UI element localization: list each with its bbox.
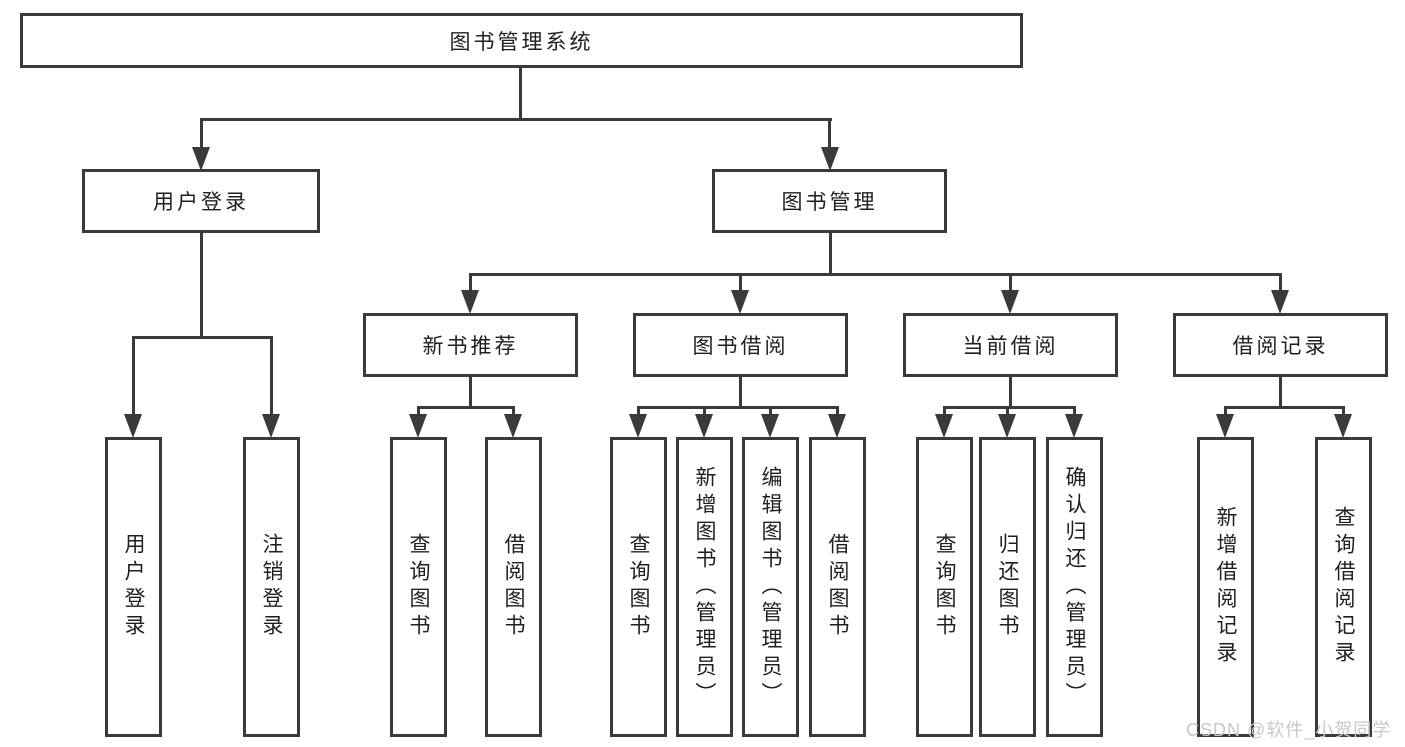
arrow-down-icon (828, 414, 846, 438)
leaf-add-borrow-record-label: 新增借阅记录 (1214, 506, 1237, 668)
leaf-return-books-label: 归还图书 (996, 533, 1019, 641)
arrow-down-icon (935, 414, 953, 438)
leaf-query-books-current: 查询图书 (916, 437, 973, 737)
arrow-down-icon (262, 414, 280, 438)
connector-line (417, 406, 515, 409)
arrow-down-icon (761, 414, 779, 438)
node-book-management-label: 图书管理 (781, 191, 878, 214)
node-borrowing-records: 借阅记录 (1173, 313, 1388, 377)
connector-line (469, 273, 472, 295)
connector-line (637, 406, 839, 409)
connector-line (1224, 406, 1227, 418)
leaf-query-books-current-label: 查询图书 (933, 533, 956, 641)
connector-line (200, 118, 203, 150)
connector-line (1224, 406, 1345, 409)
connector-line (943, 406, 946, 418)
leaf-borrow-books-recommend-label: 借阅图书 (502, 533, 525, 641)
node-borrowing-records-label: 借阅记录 (1232, 335, 1329, 358)
arrow-down-icon (504, 414, 522, 438)
connector-line (637, 406, 640, 418)
connector-line (1009, 377, 1012, 409)
connector-line (200, 118, 832, 121)
node-library-system: 图书管理系统 (20, 13, 1023, 68)
leaf-query-books-borrow: 查询图书 (610, 437, 667, 737)
node-library-system-label: 图书管理系统 (449, 30, 594, 54)
connector-line (200, 233, 203, 339)
arrow-down-icon (1001, 290, 1019, 314)
node-new-book-recommendation-label: 新书推荐 (422, 335, 519, 358)
connector-line (1279, 377, 1282, 409)
leaf-edit-books-admin-label: 编辑图书（管理员） (759, 465, 782, 709)
connector-line (1342, 406, 1345, 418)
node-current-borrowing: 当前借阅 (903, 313, 1118, 377)
arrow-down-icon (461, 290, 479, 314)
connector-line (270, 336, 273, 418)
arrow-down-icon (731, 290, 749, 314)
connector-line (1009, 273, 1012, 295)
leaf-add-books-admin: 新增图书（管理员） (676, 437, 733, 737)
arrow-down-icon (124, 414, 142, 438)
node-current-borrowing-label: 当前借阅 (962, 335, 1059, 358)
leaf-add-books-admin-label: 新增图书（管理员） (693, 465, 716, 709)
connector-line (836, 406, 839, 418)
connector-line (1006, 406, 1009, 418)
node-user-login: 用户登录 (82, 169, 320, 233)
leaf-borrow-books-recommend: 借阅图书 (485, 437, 542, 737)
node-new-book-recommendation: 新书推荐 (363, 313, 578, 377)
connector-line (417, 406, 420, 418)
node-user-login-label: 用户登录 (153, 191, 249, 214)
leaf-query-borrow-record: 查询借阅记录 (1315, 437, 1372, 737)
connector-line (739, 273, 742, 295)
leaf-borrow-books-label: 借阅图书 (826, 533, 849, 641)
arrow-down-icon (629, 414, 647, 438)
connector-line (1279, 273, 1282, 295)
leaf-query-borrow-record-label: 查询借阅记录 (1332, 506, 1355, 668)
connector-line (512, 406, 515, 418)
connector-line (829, 233, 832, 276)
arrow-down-icon (192, 147, 210, 171)
arrow-down-icon (1216, 414, 1234, 438)
arrow-down-icon (695, 414, 713, 438)
watermark: CSDN @软件_小贺同学 (1186, 720, 1392, 740)
connector-line (469, 273, 1282, 276)
arrow-down-icon (821, 147, 839, 171)
connector-line (132, 336, 135, 418)
leaf-add-borrow-record: 新增借阅记录 (1197, 437, 1254, 737)
leaf-confirm-return-admin-label: 确认归还（管理员） (1063, 465, 1086, 709)
leaf-borrow-books: 借阅图书 (809, 437, 866, 737)
leaf-logout-label: 注销登录 (260, 533, 283, 641)
connector-line (469, 377, 472, 409)
arrow-down-icon (409, 414, 427, 438)
leaf-user-login-label: 用户登录 (122, 533, 145, 641)
arrow-down-icon (998, 414, 1016, 438)
connector-line (769, 406, 772, 418)
leaf-edit-books-admin: 编辑图书（管理员） (742, 437, 799, 737)
leaf-user-login: 用户登录 (105, 437, 162, 737)
leaf-confirm-return-admin: 确认归还（管理员） (1046, 437, 1103, 737)
arrow-down-icon (1334, 414, 1352, 438)
connector-line (132, 336, 273, 339)
leaf-query-books-borrow-label: 查询图书 (627, 533, 650, 641)
arrow-down-icon (1065, 414, 1083, 438)
arrow-down-icon (1271, 290, 1289, 314)
connector-line (828, 118, 831, 150)
node-book-borrowing-label: 图书借阅 (692, 335, 789, 358)
connector-line (739, 377, 742, 409)
leaf-return-books: 归还图书 (979, 437, 1036, 737)
connector-line (703, 406, 706, 418)
leaf-logout: 注销登录 (243, 437, 300, 737)
node-book-borrowing: 图书借阅 (633, 313, 848, 377)
leaf-query-books-recommend-label: 查询图书 (407, 533, 430, 641)
connector-line (519, 68, 522, 121)
node-book-management: 图书管理 (712, 169, 947, 233)
leaf-query-books-recommend: 查询图书 (390, 437, 447, 737)
connector-line (943, 406, 1076, 409)
connector-line (1073, 406, 1076, 418)
